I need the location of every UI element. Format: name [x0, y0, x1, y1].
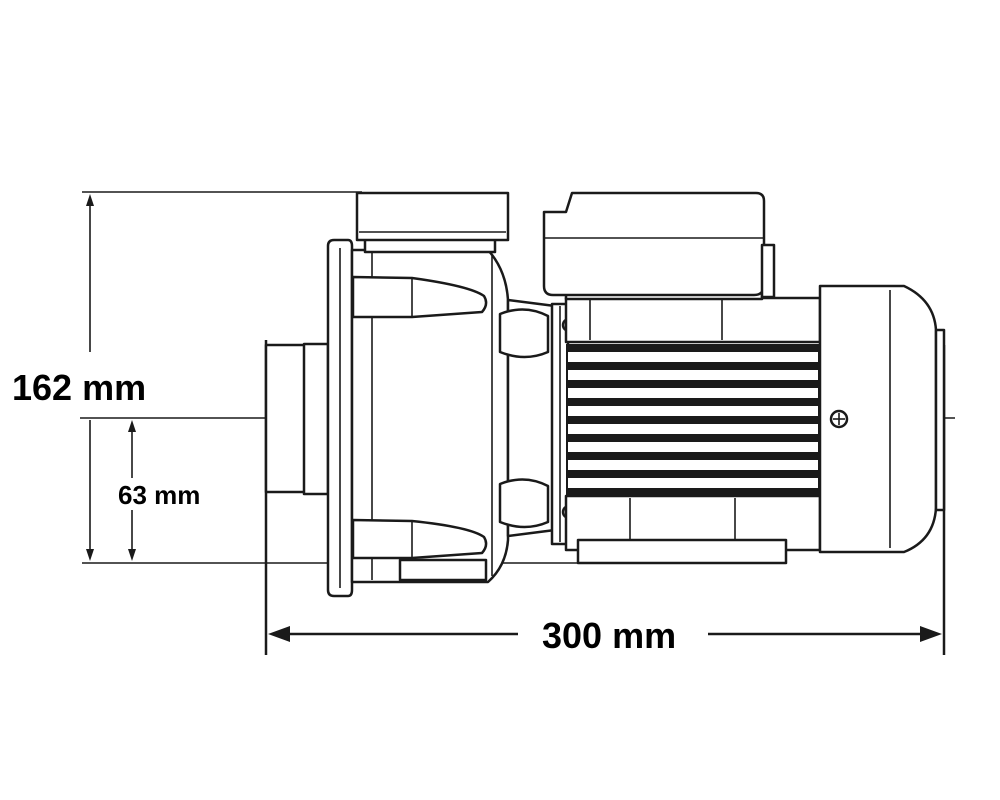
motor-cooling-fins — [566, 344, 820, 496]
motor-housing — [564, 296, 822, 565]
overall-height-label: 162 mm — [12, 367, 147, 408]
fan-cover — [818, 284, 946, 554]
housing-ribs — [351, 275, 488, 560]
suction-inlet — [264, 342, 330, 496]
terminal-box — [542, 191, 776, 301]
axis-height-label: 63 mm — [118, 480, 201, 510]
motor-adapter — [498, 298, 557, 538]
pump-housing — [350, 248, 510, 584]
front-flange — [326, 238, 354, 598]
overall-length-label: 300 mm — [528, 618, 691, 654]
discharge-outlet — [355, 191, 510, 254]
